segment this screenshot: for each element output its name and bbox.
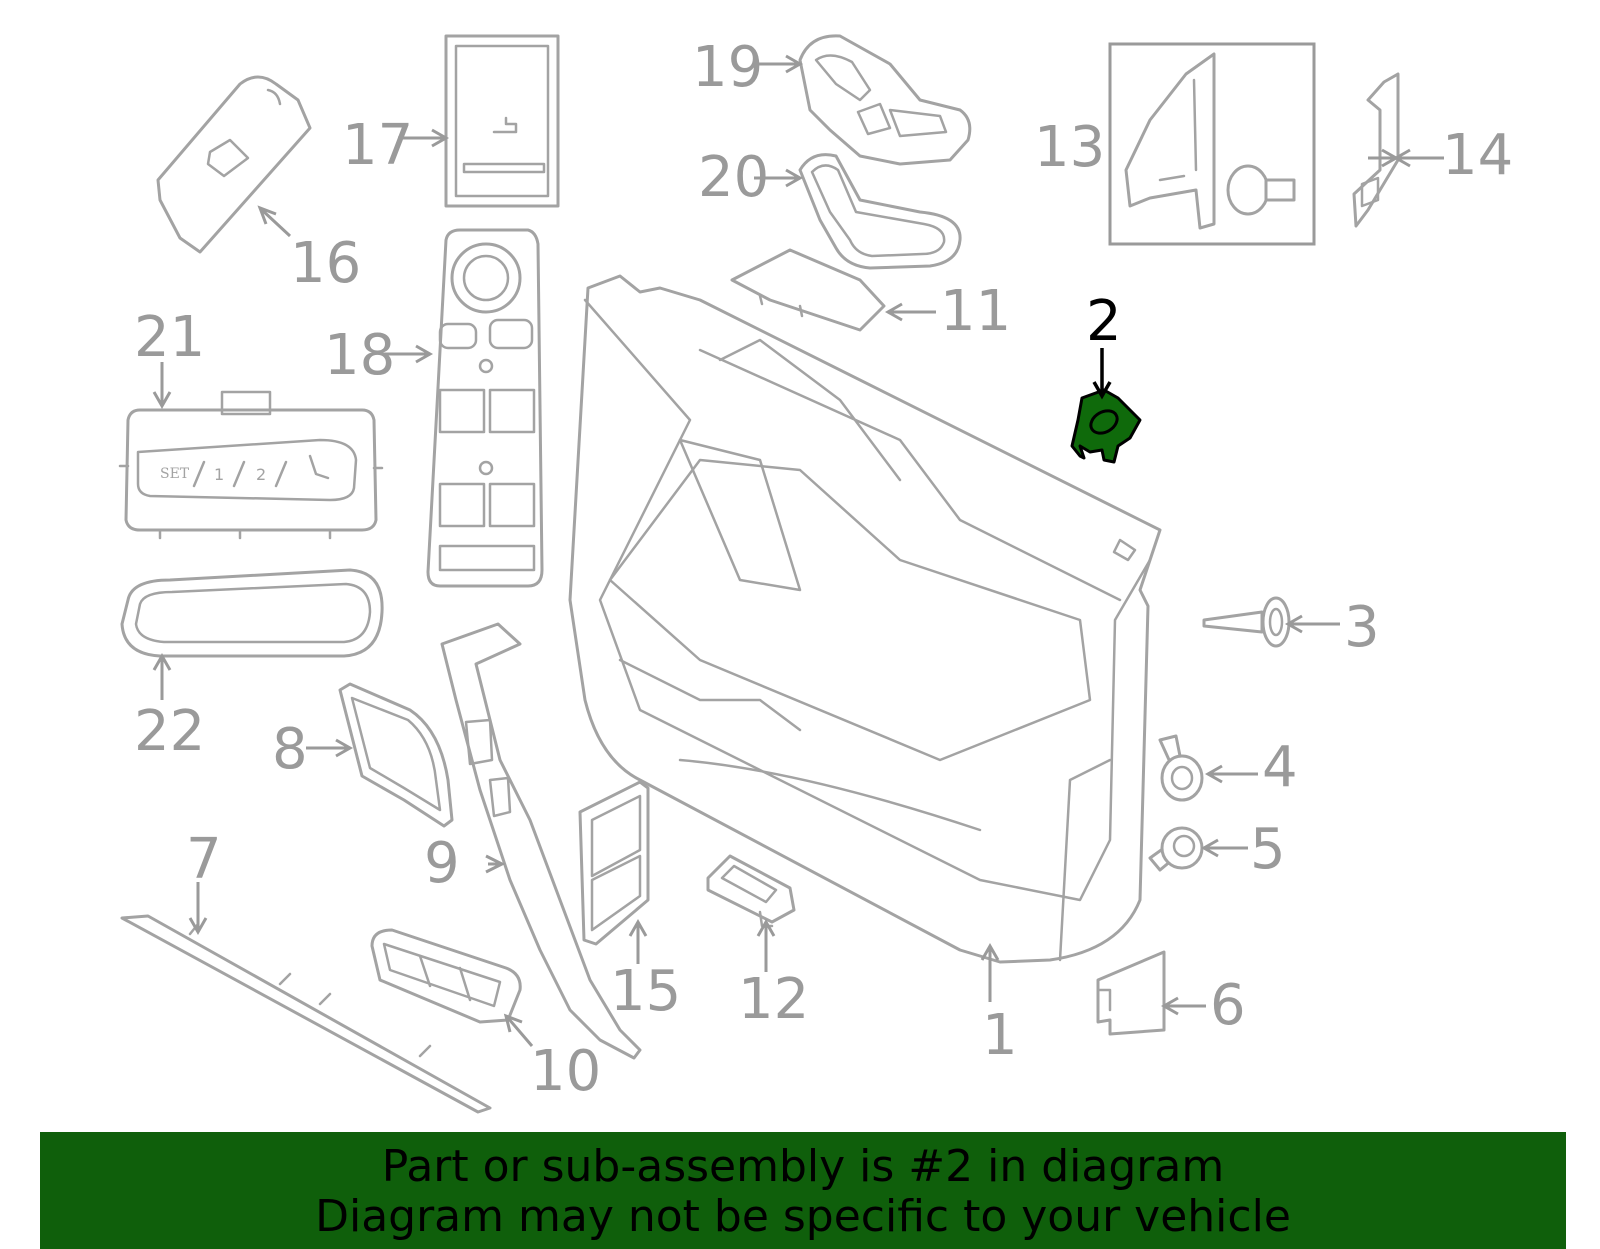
- part-3-push-pin: [1202, 596, 1291, 648]
- part-6-bracket: [1096, 950, 1166, 1036]
- part-12-small-switch: [706, 854, 796, 928]
- banner-line-disclaimer: Diagram may not be specific to your vehi…: [315, 1191, 1291, 1242]
- memory-2-label: 2: [256, 465, 266, 484]
- callout-19: 19: [692, 35, 763, 100]
- callout-10: 10: [530, 1039, 601, 1104]
- callout-21: 21: [134, 305, 205, 370]
- part-21-memory-switch: SET 1 2: [118, 390, 384, 540]
- part-13-boxed-subassembly: [1108, 42, 1316, 246]
- part-17-switch-panel: [444, 34, 560, 208]
- part-9-handle-trim: [440, 622, 642, 1060]
- part-8-trim-frame: [338, 682, 454, 828]
- leader-lines: [152, 54, 1444, 1047]
- callout-14: 14: [1442, 123, 1513, 188]
- callout-17: 17: [342, 113, 413, 178]
- callout-labels: 1 2 3 4 5 6 7 8 9 10 11 12 13 14 15 16 1…: [134, 35, 1513, 1104]
- part-15-lock-switch: [578, 780, 650, 946]
- callout-12: 12: [738, 967, 809, 1032]
- part-2-highlighted-clip: [1070, 388, 1142, 464]
- callout-9: 9: [424, 831, 460, 896]
- callout-18: 18: [324, 323, 395, 388]
- callout-15: 15: [610, 959, 681, 1024]
- banner-line-part-number: Part or sub-assembly is #2 in diagram: [381, 1141, 1225, 1192]
- part-16-switch-module: [156, 75, 312, 254]
- callout-5: 5: [1250, 817, 1286, 882]
- part-19-seat-switch: [798, 34, 972, 166]
- callout-6: 6: [1210, 973, 1246, 1038]
- callout-16: 16: [290, 231, 361, 296]
- callout-2: 2: [1086, 289, 1122, 354]
- part-11-upper-cover: [730, 248, 886, 332]
- callout-7: 7: [186, 827, 222, 892]
- memory-set-label: SET: [160, 466, 190, 482]
- callout-4: 4: [1262, 735, 1298, 800]
- part-1-door-trim-panel: [568, 274, 1162, 964]
- callout-20: 20: [698, 145, 769, 210]
- memory-1-label: 1: [214, 465, 224, 484]
- info-banner: Part or sub-assembly is #2 in diagram Di…: [40, 1132, 1566, 1249]
- part-4-clip-nut: [1158, 734, 1204, 802]
- part-7-trim-strip: [120, 914, 492, 1114]
- part-14-thin-bracket: [1352, 72, 1400, 228]
- part-20-seat-bezel: [798, 153, 962, 270]
- part-10-switch-housing: [370, 928, 522, 1024]
- part-22-oval-bezel: [120, 568, 384, 658]
- part-5-grommet: [1148, 826, 1204, 872]
- callout-13: 13: [1034, 115, 1105, 180]
- part-18-window-switch-console: [426, 228, 544, 588]
- callout-3: 3: [1344, 595, 1380, 660]
- callout-22: 22: [134, 699, 205, 764]
- callout-1: 1: [982, 1003, 1018, 1068]
- callout-8: 8: [272, 717, 308, 782]
- callout-11: 11: [940, 279, 1011, 344]
